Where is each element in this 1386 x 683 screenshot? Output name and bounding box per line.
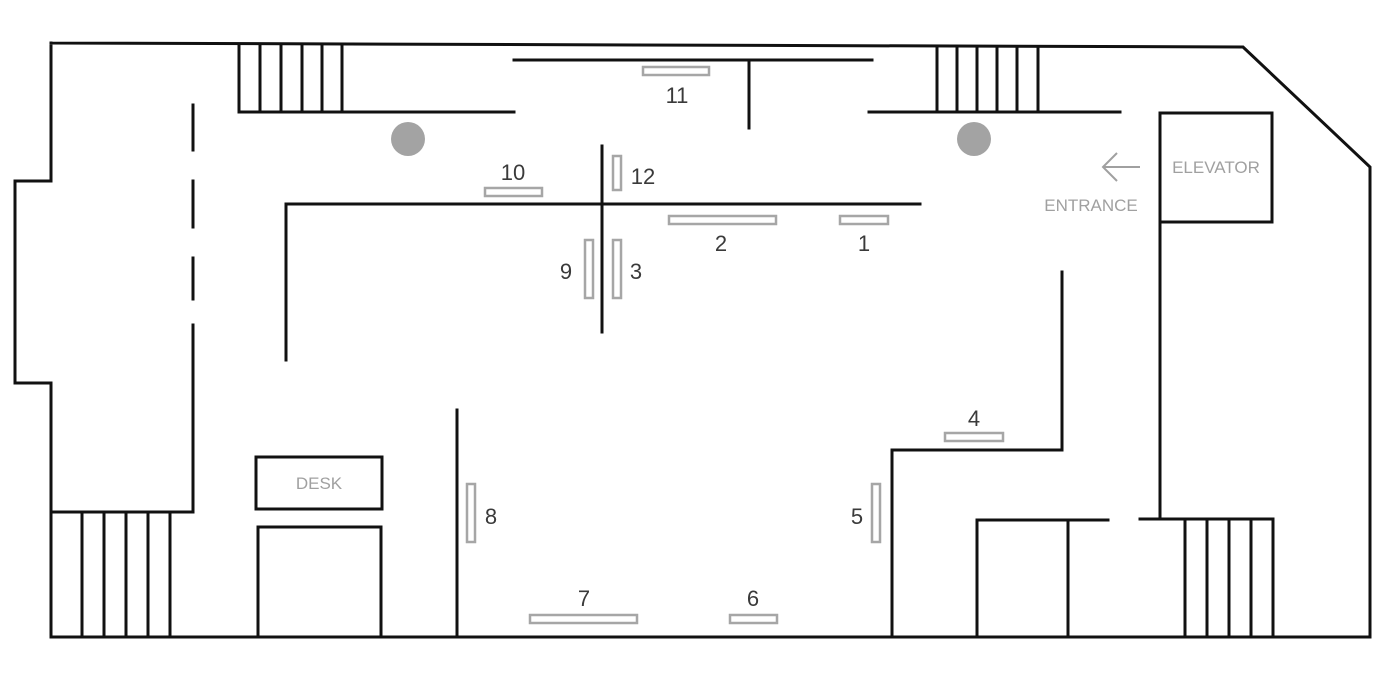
stairs-bottom-left (49, 510, 195, 639)
exhibit-number-6: 6 (747, 586, 759, 611)
arrow-left-icon (1101, 152, 1140, 182)
stairs-top-right (867, 45, 1122, 114)
exhibit-panel-7 (528, 613, 639, 625)
room-bottom-left (256, 525, 383, 639)
desk (254, 455, 384, 511)
exhibit-panel-11 (641, 65, 711, 77)
exhibit-panel-8 (465, 482, 477, 544)
exhibit-panel-1 (838, 214, 890, 226)
exhibit-panel-5 (870, 482, 882, 544)
stairs-bottom-right (1138, 517, 1275, 639)
exhibit-number-1: 1 (858, 231, 870, 256)
exhibit-panel-10 (483, 186, 544, 198)
exhibit-panel-12 (611, 154, 623, 192)
exhibit-panel-6 (728, 613, 779, 625)
pillar-left (391, 122, 425, 156)
exhibit-number-7: 7 (578, 586, 590, 611)
elevator (1158, 111, 1274, 224)
exhibit-number-2: 2 (715, 231, 727, 256)
exhibit-number-5: 5 (851, 504, 863, 529)
exhibit-panel-2 (667, 214, 778, 226)
elevator-label: ELEVATOR (1172, 158, 1260, 177)
stairs-top-left (237, 43, 516, 114)
exhibit-number-4: 4 (968, 406, 980, 431)
exhibit-number-11: 11 (666, 83, 689, 108)
pillar-right (957, 122, 991, 156)
exhibit-panel-3 (611, 238, 623, 300)
room-bottom-right (975, 518, 1070, 639)
exhibit-number-3: 3 (630, 259, 642, 284)
exhibit-number-12: 12 (631, 164, 655, 189)
exhibit-number-9: 9 (560, 259, 572, 284)
desk-label: DESK (296, 474, 343, 493)
exhibit-number-8: 8 (485, 504, 497, 529)
exhibit-panel-9 (583, 238, 595, 300)
wall-gallery-right (890, 270, 1064, 639)
entrance-label: ENTRANCE (1044, 196, 1138, 215)
exhibit-panel-4 (943, 431, 1005, 443)
outer-wall (13, 41, 1372, 639)
exhibit-number-10: 10 (501, 160, 525, 185)
